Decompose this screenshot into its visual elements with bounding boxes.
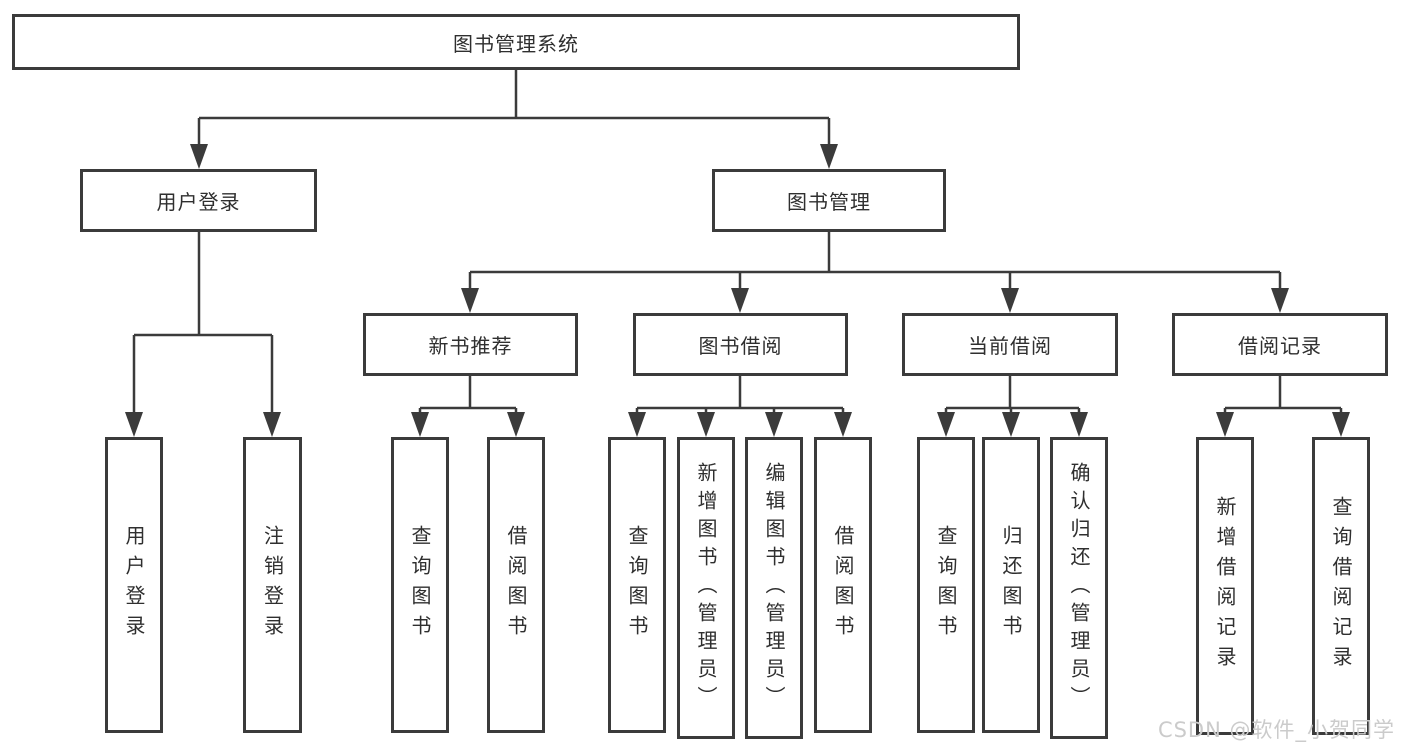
node-leaf-add-book-admin: 新增图书（管理员）: [677, 437, 735, 739]
node-leaf-edit-book-admin: 编辑图书（管理员）: [745, 437, 803, 739]
node-leaf-confirm-return-admin: 确认归还（管理员）: [1050, 437, 1108, 739]
node-label: 借阅图书: [831, 525, 855, 645]
node-label: 编辑图书（管理员）: [762, 462, 786, 714]
node-leaf-add-borrow-record: 新增借阅记录: [1196, 437, 1254, 735]
node-leaf-borrow-books-borrow: 借阅图书: [814, 437, 872, 733]
node-label: 借阅记录: [1238, 334, 1322, 358]
node-label: 查询图书: [625, 525, 649, 645]
node-label: 归还图书: [999, 525, 1023, 645]
node-label: 图书管理: [787, 190, 871, 214]
node-leaf-query-books-current: 查询图书: [917, 437, 975, 733]
node-root-library-system: 图书管理系统: [12, 14, 1020, 70]
node-label: 新增图书（管理员）: [694, 462, 718, 714]
arrowheads: [125, 144, 1350, 437]
node-leaf-borrow-books-recommend: 借阅图书: [487, 437, 545, 733]
node-label: 新书推荐: [428, 334, 513, 358]
node-label: 图书管理系统: [453, 31, 579, 56]
node-leaf-query-books-recommend: 查询图书: [391, 437, 449, 733]
node-new-book-recommend: 新书推荐: [363, 313, 578, 376]
node-leaf-user-login: 用户登录: [105, 437, 163, 733]
node-leaf-return-book: 归还图书: [982, 437, 1040, 733]
node-borrowing-records: 借阅记录: [1172, 313, 1388, 376]
node-label: 注销登录: [260, 525, 285, 645]
node-user-login: 用户登录: [80, 169, 317, 232]
node-leaf-query-books-borrow: 查询图书: [608, 437, 666, 733]
node-label: 确认归还（管理员）: [1067, 462, 1091, 714]
node-label: 用户登录: [156, 190, 241, 214]
node-book-management: 图书管理: [712, 169, 946, 232]
node-book-borrowing: 图书借阅: [633, 313, 848, 376]
node-label: 当前借阅: [968, 334, 1052, 358]
node-label: 图书借阅: [698, 334, 783, 358]
node-label: 用户登录: [122, 525, 146, 645]
node-label: 新增借阅记录: [1213, 496, 1237, 676]
node-leaf-logout: 注销登录: [243, 437, 302, 733]
node-label: 查询借阅记录: [1329, 496, 1353, 676]
node-current-borrowing: 当前借阅: [902, 313, 1118, 376]
node-leaf-query-borrow-record: 查询借阅记录: [1312, 437, 1370, 735]
node-label: 查询图书: [408, 525, 432, 645]
node-label: 查询图书: [934, 525, 958, 645]
node-label: 借阅图书: [504, 525, 528, 645]
